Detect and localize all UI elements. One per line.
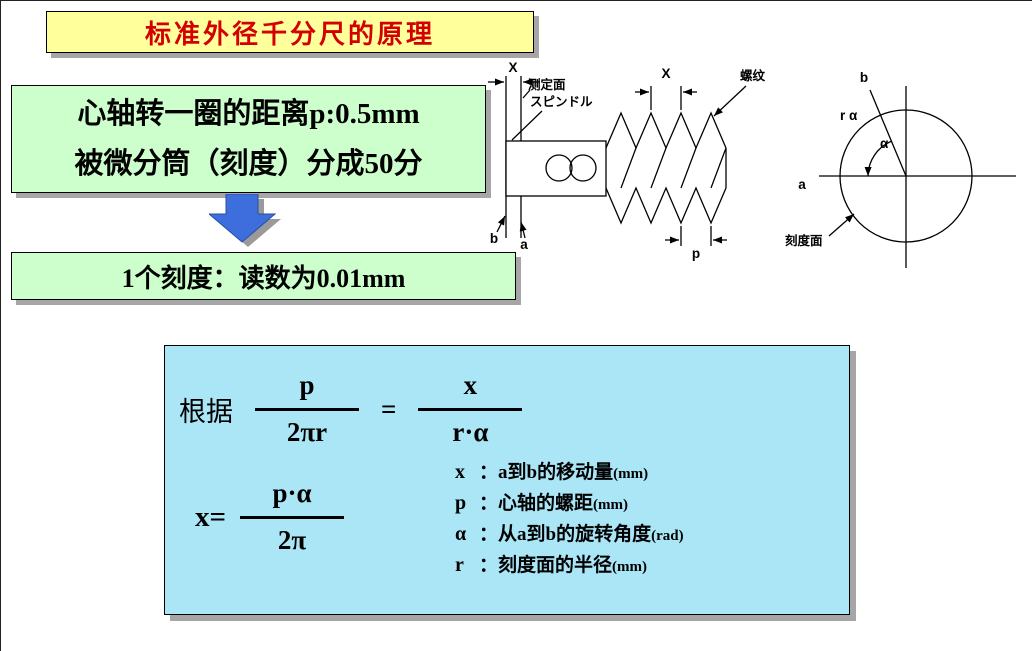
definition-x: x ：a到b的移动量(mm) [455,458,684,489]
definition-p: p ：心轴的螺距(mm) [455,489,684,520]
premise-line-1: 心轴转一圈的距离p:0.5mm [77,98,420,130]
conclusion-text: 1个刻度：读数为0.01mm [121,263,406,293]
x-face-label: X [508,60,517,75]
definition-symbol: x [455,461,465,483]
page-title: 标准外径千分尺的原理 [144,18,435,49]
x-equals-label: x= [195,500,227,533]
arrow-shape [209,194,277,243]
formula-main-equation: 根据 p 2πr = x r·α [179,370,523,448]
fraction-numerator: p [255,370,359,411]
definition-symbol: p [455,492,467,514]
b-shaft-label: b [490,231,498,246]
definition-unit: (rad) [651,528,684,544]
x-pitch-label: X [661,66,670,81]
down-arrow-icon [209,194,281,247]
definition-desc: ：a到b的移动量 [479,462,614,483]
definition-unit: (mm) [612,559,647,575]
title-box: 标准外径千分尺的原理 [46,11,534,53]
definition-desc: ：刻度面的半径 [479,555,613,576]
scale-disc-drawing [819,86,1016,268]
diagram-labels: X 测定面 スピンドル X 螺纹 b a p b r α α a 刻度面 [490,60,889,261]
fraction-x-over-ralpha: x r·α [418,370,523,448]
formula-box: 根据 p 2πr = x r·α x= p·α 2π x：a到b的移动量(mm) [164,345,850,615]
scale-face-label: 刻度面 [785,233,823,248]
definition-r: r ：刻度面的半径(mm) [455,551,684,582]
fraction-denominator: 2π [277,525,307,555]
r-alpha-label: r α [840,108,858,123]
b-circle-label: b [860,70,868,85]
formula-result-equation: x= p·α 2π [195,478,345,556]
p-pitch-label: p [692,246,700,261]
a-shaft-label: a [520,237,528,252]
fraction-denominator: 2πr [286,417,328,447]
fraction-palpha-over-2pi: p·α 2π [240,478,345,556]
definition-unit: (mm) [593,497,628,513]
alpha-angle-label: α [880,136,889,151]
premise-box: 心轴转一圈的距离p:0.5mm 被微分筒（刻度）分成50分 [11,85,486,193]
fraction-p-over-2pir: p 2πr [255,370,359,448]
fraction-denominator: r·α [452,417,489,447]
thread-label: 螺纹 [740,68,766,83]
fraction-numerator: p·α [240,478,345,519]
equals-sign: = [381,393,397,424]
definition-desc: ：心轴的螺距 [479,493,594,514]
definition-unit: (mm) [613,466,649,482]
symbol-definitions: x：a到b的移动量(mm) p：心轴的螺距(mm) α：从a到b的旋转角度(ra… [455,458,684,582]
fraction-numerator: x [418,370,523,411]
measuring-face-label: 测定面 [528,77,566,92]
definition-symbol: α [455,523,467,545]
spindle-drawing [488,76,607,239]
a-circle-label: a [798,177,806,192]
conclusion-box: 1个刻度：读数为0.01mm [11,252,516,300]
formula-prefix: 根据 [179,396,233,427]
definition-alpha: α ：从a到b的旋转角度(rad) [455,520,684,551]
definition-desc: ：从a到b的旋转角度 [479,524,652,545]
spindle-label: スピンドル [530,95,593,109]
premise-line-2: 被微分筒（刻度）分成50分 [74,148,423,180]
definition-symbol: r [455,554,464,576]
screw-thread-drawing [605,85,747,246]
micrometer-principle-diagram: X 测定面 スピンドル X 螺纹 b a p b r α α a 刻度面 [488,60,1016,268]
